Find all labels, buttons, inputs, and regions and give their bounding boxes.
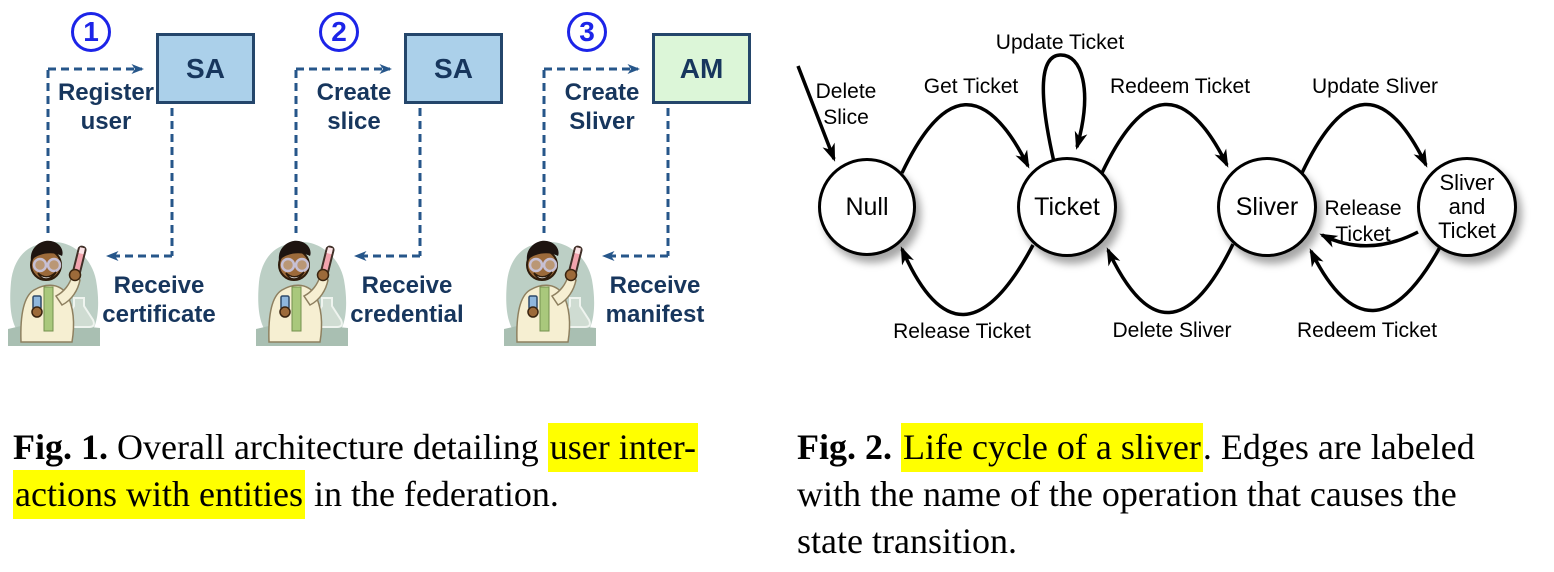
scientist-illustration: [254, 239, 350, 347]
edge-label-redeem-ticket-top: Redeem Ticket: [1109, 75, 1251, 98]
edge-label-line: Delete: [815, 80, 877, 103]
edge-redeem-ticket-bottom-arrow: [1309, 246, 1442, 313]
state-line2: and: [1448, 194, 1486, 219]
scenario-3: 3 AM Create Sliver Receive manifest: [496, 0, 766, 360]
request-label: Register user: [44, 78, 168, 136]
caption-highlight: user inter-: [547, 423, 699, 472]
caption-text: state transition.: [797, 521, 1017, 561]
scenario-1: 1 SA Register user Receive certificate: [0, 0, 270, 360]
caption-line: with the name of the operation that caus…: [797, 471, 1547, 518]
request-line1: Create: [564, 79, 640, 106]
state-sliver-and-ticket: Sliver and Ticket: [1417, 157, 1517, 257]
response-line2: credential: [350, 301, 464, 328]
edge-label-update-sliver: Update Sliver: [1311, 75, 1439, 98]
response-label: Receive manifest: [590, 271, 720, 329]
state-null: Null: [818, 158, 916, 256]
caption-text: . Edges are labeled: [1202, 427, 1475, 467]
step-number-badge: 3: [567, 12, 607, 52]
figure2-caption: Fig. 2. Life cycle of a sliver. Edges ar…: [797, 423, 1547, 565]
scientist-illustration: [502, 239, 598, 347]
caption-line: state transition.: [797, 518, 1547, 565]
edge-label-update-ticket: Update Ticket: [995, 31, 1125, 54]
state-line1: Sliver: [1439, 170, 1495, 195]
response-label: Receive credential: [342, 271, 472, 329]
request-line2: slice: [327, 108, 381, 135]
caption-highlight: actions with entities: [13, 470, 305, 519]
edge-label-release-ticket-bottom: Release Ticket: [893, 320, 1031, 343]
request-line2: Sliver: [569, 108, 635, 135]
edge-label-redeem-ticket-bottom: Redeem Ticket: [1296, 319, 1438, 342]
edge-label-delete-sliver: Delete Sliver: [1112, 319, 1232, 342]
figure1-caption: Fig. 1. Overall architecture detailing u…: [13, 423, 763, 519]
request-line1: Register: [57, 79, 155, 106]
state-ticket: Ticket: [1017, 157, 1117, 257]
edge-release-ticket-mid-arrow: [1319, 230, 1419, 248]
caption-text: Fig. 2.: [797, 427, 892, 467]
edge-label-delete-slice: Delete Slice: [806, 79, 886, 131]
figure2-state-diagram: Null Ticket Sliver Sliver and Ticket Del…: [790, 0, 1554, 400]
edge-delete-slice-arrow: [796, 65, 836, 162]
dashed-flow-arrows: [294, 64, 422, 261]
caption-text: Fig. 1.: [13, 427, 108, 467]
edge-release-ticket-bottom-arrow: [900, 244, 1035, 317]
caption-text: Overall architecture detailing: [108, 427, 548, 467]
edge-get-ticket-arrow: [900, 103, 1030, 174]
state-line3: Ticket: [1438, 218, 1496, 243]
scientist-illustration: [6, 239, 102, 347]
response-line1: Receive: [361, 272, 453, 299]
edge-label-line: Release: [1324, 197, 1402, 220]
state-sliver: Sliver: [1217, 157, 1317, 257]
edge-redeem-ticket-top-arrow: [1100, 102, 1229, 174]
dashed-flow-arrows: [542, 64, 670, 261]
caption-highlight: Life cycle of a sliver: [901, 423, 1203, 472]
caption-text: in the federation.: [304, 474, 559, 514]
response-line2: certificate: [102, 301, 216, 328]
edge-label-release-ticket-mid: Release Ticket: [1303, 196, 1423, 248]
response-line2: manifest: [605, 301, 705, 328]
response-line1: Receive: [113, 272, 205, 299]
step-number-badge: 1: [71, 12, 111, 52]
caption-text: [892, 427, 901, 467]
caption-line: Fig. 1. Overall architecture detailing u…: [13, 423, 763, 472]
response-line1: Receive: [609, 272, 701, 299]
edge-label-get-ticket: Get Ticket: [923, 75, 1019, 98]
entity-box-sa: SA: [156, 33, 255, 104]
request-label: Create Sliver: [540, 78, 664, 136]
step-number-badge: 2: [319, 12, 359, 52]
request-line2: user: [80, 108, 132, 135]
caption-line: Fig. 2. Life cycle of a sliver. Edges ar…: [797, 423, 1547, 472]
caption-line: actions with entities in the federation.: [13, 470, 763, 519]
edge-label-line: Ticket: [1335, 223, 1391, 246]
entity-box-sa: SA: [404, 33, 503, 104]
entity-box-am: AM: [652, 33, 751, 104]
response-label: Receive certificate: [94, 271, 224, 329]
caption-text: with the name of the operation that caus…: [797, 474, 1457, 514]
request-line1: Create: [316, 79, 392, 106]
edge-label-line: Slice: [823, 106, 869, 129]
dashed-flow-arrows: [46, 64, 174, 261]
edge-update-ticket-loop: [1041, 53, 1088, 163]
scenario-2: 2 SA Create slice Receive credential: [248, 0, 518, 360]
edge-delete-sliver-arrow: [1106, 243, 1235, 315]
request-label: Create slice: [292, 78, 416, 136]
edge-update-sliver-arrow: [1300, 102, 1428, 174]
state-transition-arrows: [796, 53, 1442, 317]
